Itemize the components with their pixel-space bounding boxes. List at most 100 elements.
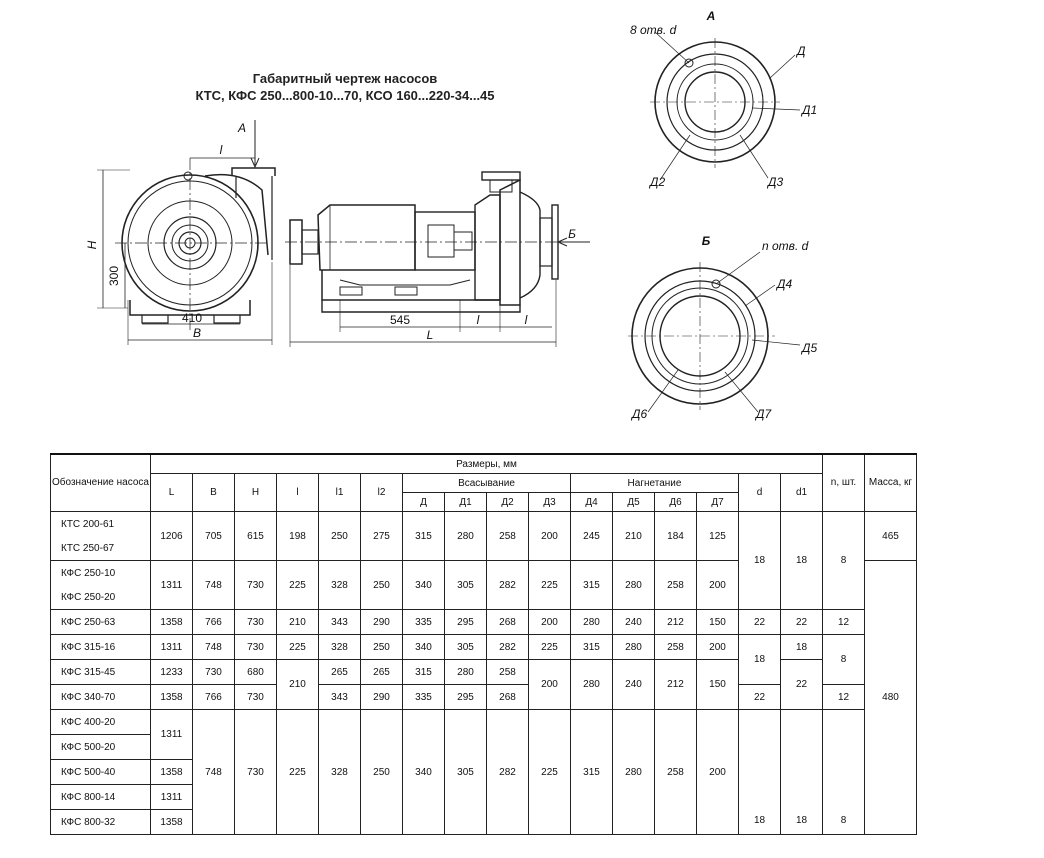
header-l1: l1 [318, 473, 361, 512]
cell-l2: 250 [360, 634, 403, 660]
cell-D6: 212 [654, 659, 697, 710]
side-view [285, 171, 590, 347]
header-suction: Всасывание [402, 473, 571, 493]
cell-d: 22 [738, 609, 781, 635]
cell-D6: 258 [654, 709, 697, 835]
cell-D7: 200 [696, 709, 739, 835]
cell-D7: 125 [696, 511, 739, 561]
row-name: КФС 800-32 [50, 809, 151, 835]
dim-B-label: B [193, 326, 201, 340]
header-d: d [738, 473, 781, 512]
cell-H: 680 [234, 659, 277, 685]
cell-L: 1358 [150, 809, 193, 835]
table-row: КФС 250-63 1358 766 730 210 343 290 335 … [50, 609, 917, 635]
cell-B: 705 [192, 511, 235, 561]
cell-d: 22 [738, 684, 781, 710]
cell-l2: 250 [360, 560, 403, 610]
header-sizes: Размеры, мм [150, 453, 823, 474]
cell-l1: 328 [318, 560, 361, 610]
cell-H: 730 [234, 609, 277, 635]
cell-D5: 240 [612, 609, 655, 635]
dimension-table: Обозначение насоса Размеры, мм n, шт. Ма… [50, 453, 917, 835]
cell-l: 210 [276, 609, 319, 635]
row-name: КФС 500-20 [50, 734, 151, 760]
cell-B: 748 [192, 634, 235, 660]
cell-L: 1206 [150, 511, 193, 561]
view-a-flange [650, 31, 801, 181]
cell-L: 1311 [150, 784, 193, 810]
cell-D7: 200 [696, 634, 739, 660]
row-name: КФС 250-10 [50, 560, 151, 585]
view-b-marker: Б [568, 227, 576, 241]
table-row: КФС 500-40 1358 [50, 759, 917, 785]
cell-D2: 282 [486, 560, 529, 610]
cell-D3: 200 [528, 609, 571, 635]
cell-D6: 258 [654, 634, 697, 660]
cell-d1: 18 [780, 634, 823, 660]
cell-L: 1311 [150, 560, 193, 610]
cell-D3: 225 [528, 560, 571, 610]
row-name: КФС 315-16 [50, 634, 151, 660]
header-D: Д [402, 492, 445, 512]
cell-H: 615 [234, 511, 277, 561]
cell-D1: 280 [444, 659, 487, 685]
table-row: КФС 250-20 [50, 585, 917, 610]
dim-300-label: 300 [107, 266, 121, 286]
row-name: КФС 250-20 [50, 585, 151, 610]
cell-l: 225 [276, 560, 319, 610]
cell-D2: 282 [486, 634, 529, 660]
pump-dimension-drawing: Габаритный чертеж насосов КТС, КФС 250..… [85, 9, 817, 421]
view-b-title: Б [702, 234, 711, 248]
cell-l: 198 [276, 511, 319, 561]
cell-l1: 328 [318, 634, 361, 660]
cell-B: 748 [192, 560, 235, 610]
cell-D4: 280 [570, 659, 613, 710]
cell-D2: 268 [486, 609, 529, 635]
cell-l: 225 [276, 634, 319, 660]
table-row: КФС 800-14 1311 [50, 784, 917, 810]
cell-D2: 268 [486, 684, 529, 710]
cell-D5: 280 [612, 634, 655, 660]
cell-mass: 465 [864, 511, 917, 561]
table-row: КТС 250-67 [50, 536, 917, 561]
cell-l: 225 [276, 709, 319, 835]
cell-D1: 305 [444, 560, 487, 610]
view-b-flange [628, 251, 801, 413]
cell-D7: 150 [696, 659, 739, 710]
cell-B: 748 [192, 709, 235, 835]
cell-n: 12 [822, 684, 865, 710]
table-row: КФС 340-70 1358 766 730 343 290 335 295 … [50, 684, 917, 710]
cell-B: 766 [192, 609, 235, 635]
cell-d1: 18 [780, 511, 823, 610]
cell-D: 340 [402, 560, 445, 610]
cell-D5: 280 [612, 560, 655, 610]
header-H: H [234, 473, 277, 512]
table-row: КФС 315-16 1311 748 730 225 328 250 340 … [50, 634, 917, 685]
table-row: КФС 250-10 1311 748 730 225 328 250 340 … [50, 560, 917, 835]
header-designation: Обозначение насоса [50, 453, 151, 512]
dim-l1-label: l [477, 313, 480, 327]
view-b-D5-label: Д5 [800, 341, 817, 355]
view-a-D-label: Д [795, 44, 806, 58]
cell-D3: 225 [528, 634, 571, 660]
row-name: КФС 250-63 [50, 609, 151, 635]
cell-D5: 280 [612, 709, 655, 835]
view-a-holes-label: 8 отв. d [630, 23, 677, 37]
dim-545-label: 545 [390, 313, 410, 327]
cell-D3: 200 [528, 511, 571, 561]
row-name: КТС 200-61 [50, 511, 151, 536]
cell-H: 730 [234, 634, 277, 660]
cell-n: 8 [822, 511, 865, 610]
cell-D4: 315 [570, 709, 613, 835]
cell-D2: 258 [486, 511, 529, 561]
table-row: КФС 800-32 1358 [50, 809, 917, 835]
cell-D6: 258 [654, 560, 697, 610]
cell-D5: 210 [612, 511, 655, 561]
cell-H: 730 [234, 560, 277, 610]
cell-l1: 265 [318, 659, 361, 685]
cell-l1: 343 [318, 684, 361, 710]
cell-H: 730 [234, 684, 277, 710]
dim-410-label: 410 [182, 311, 202, 325]
table-row: КТС 200-61 1206 705 615 198 250 275 315 … [50, 511, 917, 610]
cell-D: 335 [402, 684, 445, 710]
